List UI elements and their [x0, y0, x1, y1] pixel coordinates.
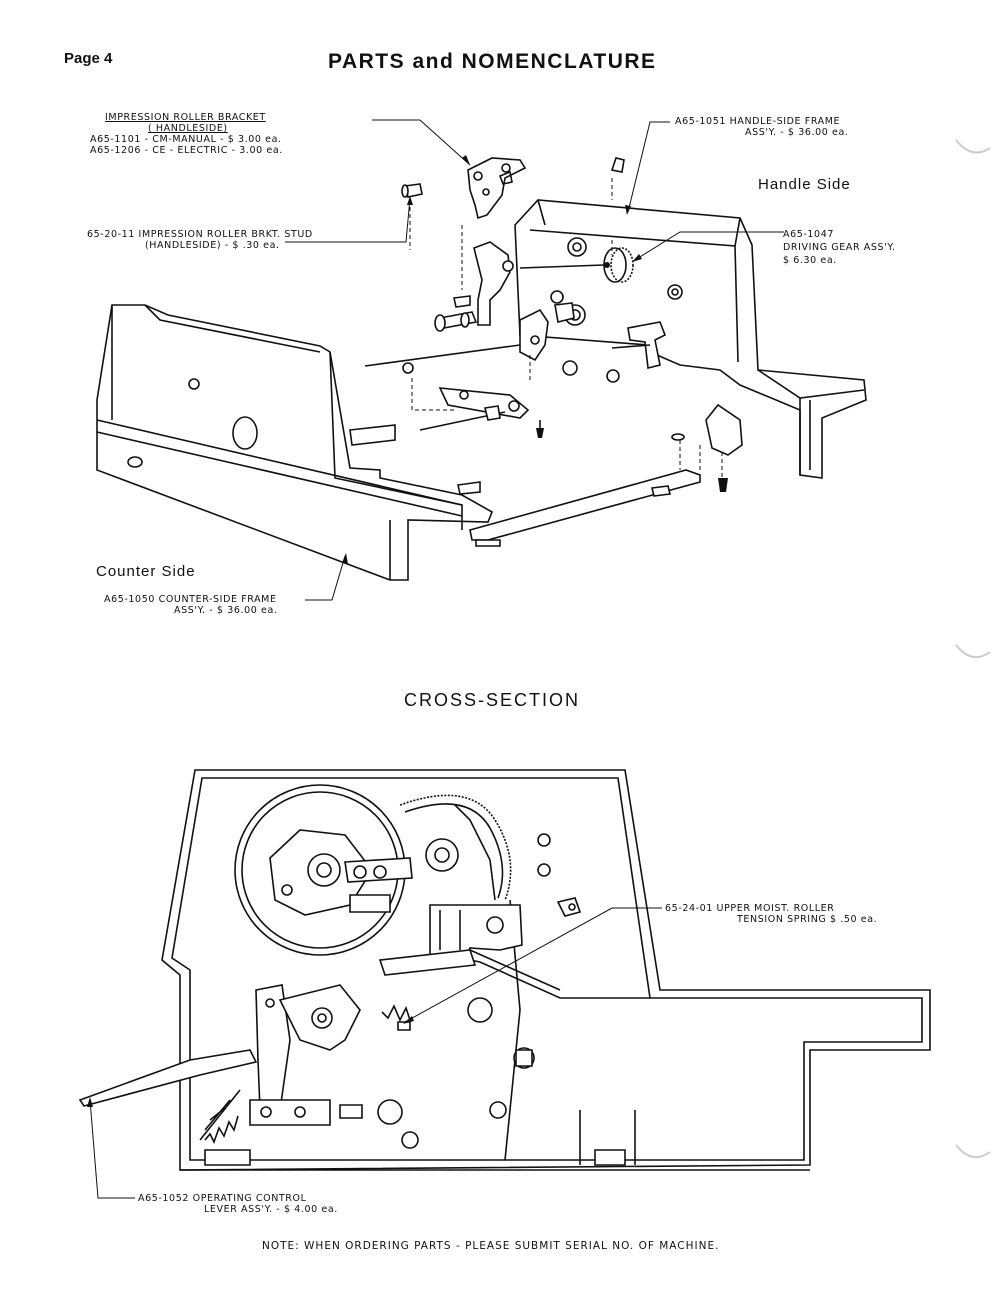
bracket-stud [401, 183, 423, 198]
operating-control-lever [78, 984, 636, 1166]
impression-bracket-subtitle: ( HANDLESIDE) [148, 123, 228, 134]
bracket-stud-line-1: 65-20-11 IMPRESSION ROLLER BRKT. STUD [87, 229, 313, 240]
counter-side-caption: Counter Side [96, 563, 196, 580]
large-roller [234, 784, 413, 956]
impression-bracket-part-1: A65-1101 - CM-MANUAL - $ 3.00 ea. [90, 134, 282, 145]
assembly-guide-lines [409, 178, 723, 478]
tension-spring-label: 65-24-01 UPPER MOIST. ROLLER TENSION SPR… [665, 903, 877, 925]
impression-bracket-part-2: A65-1206 - CE - ELECTRIC - 3.00 ea. [90, 145, 283, 156]
counter-side-frame-label: A65-1050 COUNTER-SIDE FRAME ASS'Y. - $ 3… [104, 594, 278, 616]
handle-side-frame-line-2: ASS'Y. - $ 36.00 ea. [745, 127, 849, 138]
driving-gear-part-no: A65-1047 [783, 229, 834, 240]
driving-gear [519, 247, 634, 283]
binder-hole-top [955, 139, 991, 154]
leader-lines-cross-section [87, 907, 662, 1199]
cross-section-housing [161, 769, 931, 1171]
counter-side-frame-line-2: ASS'Y. - $ 36.00 ea. [174, 605, 278, 616]
handle-side-caption: Handle Side [758, 176, 851, 193]
tension-spring-line-2: TENSION SPRING $ .50 ea. [737, 914, 878, 925]
handle-side-frame [514, 199, 867, 479]
binder-hole-bottom [955, 1144, 991, 1159]
cross-section-title: CROSS-SECTION [404, 690, 581, 710]
tension-spring [381, 1004, 411, 1031]
impression-bracket-title: IMPRESSION ROLLER BRACKET [105, 112, 266, 123]
page-number: Page 4 [64, 50, 113, 67]
ordering-note: NOTE: WHEN ORDERING PARTS - PLEASE SUBMI… [262, 1240, 720, 1252]
moistener-roller-assembly [377, 904, 535, 1149]
base-rail [469, 403, 743, 547]
impression-roller-bracket [467, 157, 527, 220]
counter-side-frame [96, 304, 494, 581]
handle-side-frame-label: A65-1051 HANDLE-SIDE FRAME ASS'Y. - $ 36… [675, 116, 849, 138]
handle-side-frame-line-1: A65-1051 HANDLE-SIDE FRAME [675, 116, 841, 127]
bracket-stud-line-2: (HANDLESIDE) - $ .30 ea. [145, 240, 280, 251]
center-linkage [364, 157, 667, 438]
driving-gear-name: DRIVING GEAR ASS'Y. [783, 242, 896, 253]
impression-bracket-label: IMPRESSION ROLLER BRACKET ( HANDLESIDE) … [90, 112, 283, 156]
tension-spring-line-1: 65-24-01 UPPER MOIST. ROLLER [665, 903, 835, 914]
driving-gear-label: A65-1047 DRIVING GEAR ASS'Y. $ 6.30 ea. [783, 228, 895, 267]
binder-hole-middle [955, 644, 991, 659]
leader-lines-exploded [285, 119, 784, 601]
counter-side-frame-line-1: A65-1050 COUNTER-SIDE FRAME [104, 594, 277, 605]
bracket-stud-label: 65-20-11 IMPRESSION ROLLER BRKT. STUD (H… [87, 229, 313, 251]
operating-lever-line-1: A65-1052 OPERATING CONTROL [138, 1193, 307, 1204]
operating-lever-line-2: LEVER ASS'Y. - $ 4.00 ea. [204, 1204, 338, 1215]
page-title: PARTS and NOMENCLATURE [328, 50, 657, 73]
driving-gear-price: $ 6.30 ea. [783, 255, 837, 266]
sector-gear [399, 794, 582, 917]
operating-lever-label: A65-1052 OPERATING CONTROL LEVER ASS'Y. … [138, 1193, 338, 1215]
